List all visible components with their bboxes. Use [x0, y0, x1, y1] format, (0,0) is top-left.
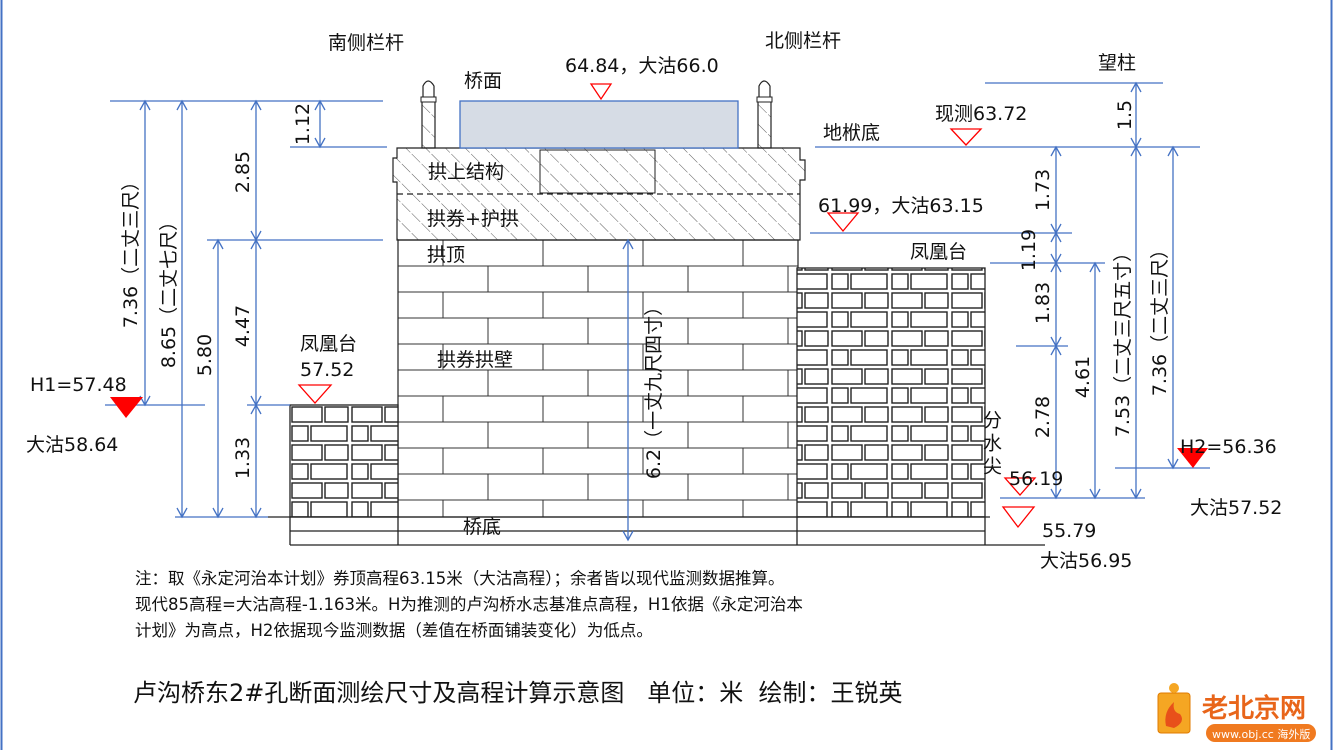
label-sill: 地栿底 [823, 122, 880, 144]
label-arch-wall: 拱券拱壁 [437, 349, 513, 371]
marker-h1 [110, 397, 143, 418]
dim-right-183: 1.83 [1032, 282, 1054, 324]
label-phoenix-right: 凤凰台 [910, 241, 967, 263]
foundation [268, 516, 1045, 546]
dimension-arrowhead [314, 99, 326, 111]
marker-5619 [1003, 477, 1037, 496]
dimension-arrowhead [1050, 488, 1062, 500]
dimension-arrowhead [212, 238, 224, 250]
label-north-railing: 北侧栏杆 [765, 30, 841, 52]
dimension-arrowhead [1050, 145, 1062, 157]
dimension-arrowhead [250, 99, 262, 111]
dimension-arrowhead [1167, 458, 1179, 470]
dimension-arrowhead [250, 238, 262, 250]
dim-left-736: 7.36（二丈三尺） [120, 172, 142, 328]
label-h1-dagu: 大沽58.64 [26, 434, 118, 456]
label-bottom: 桥底 [463, 516, 501, 538]
label-cutwater: 分水尖 [980, 410, 1002, 479]
dim-right-173: 1.73 [1032, 169, 1054, 211]
dimension-arrowhead [1130, 488, 1142, 500]
right-pier [796, 267, 986, 518]
label-post: 望柱 [1098, 52, 1136, 74]
dim-left-865: 8.65（二丈七尺） [158, 212, 180, 368]
bridge-deck [459, 100, 739, 149]
dim-left-447: 4.47 [232, 305, 254, 347]
dim-left-285: 2.85 [232, 151, 254, 193]
label-5579: 55.79 [1042, 520, 1096, 542]
dimension-arrowhead [1130, 81, 1142, 93]
dimension-arrowheads [139, 81, 1179, 542]
note-line-2: 现代85高程=大沽高程-1.163米。H为推测的卢沟桥水志基准点高程，H1依据《… [135, 595, 803, 614]
dimension-arrowhead [1050, 261, 1062, 273]
dimension-arrowhead [622, 530, 634, 542]
watermark-name: 老北京网 [1202, 693, 1306, 724]
note-line-1: 注：取《永定河治本计划》券顶高程63.15米（大沽高程）；余者皆以现代监测数据推… [135, 569, 785, 588]
dimension-arrowhead [176, 507, 188, 519]
label-h1: H1=57.48 [30, 374, 127, 396]
note-line-3: 计划》为高点，H2依据现今监测数据（差值在桥面铺装变化）为低点。 [135, 621, 653, 640]
dim-left-580: 5.80 [194, 334, 216, 376]
dimension-arrowhead [1050, 344, 1062, 356]
label-h2: H2=56.36 [1180, 436, 1277, 458]
dim-right-736: 7.36（二丈三尺） [1149, 240, 1171, 396]
dimension-arrowhead [212, 507, 224, 519]
dim-right-15: 1.5 [1114, 100, 1136, 130]
dim-left-112: 1.12 [292, 103, 314, 145]
label-deck: 桥面 [464, 70, 502, 92]
label-south-railing: 南侧栏杆 [328, 32, 404, 54]
diagram-title: 卢沟桥东2#孔断面测绘尺寸及高程计算示意图 单位：米 绘制：王锐英 [133, 679, 903, 707]
dimension-arrowhead [250, 507, 262, 519]
marker-h2 [1177, 448, 1208, 468]
bridge-structure [268, 80, 1045, 546]
dim-center-62: 6.2（一丈九尺四寸） [643, 297, 665, 479]
dim-right-278: 2.78 [1032, 396, 1054, 438]
dimension-arrowhead [1130, 145, 1142, 157]
arch-wall [397, 239, 799, 518]
label-h2-dagu: 大沽57.52 [1190, 497, 1282, 519]
label-crown: 拱顶 [427, 244, 465, 266]
dimension-arrowhead [250, 403, 262, 415]
railing-post-south [420, 80, 437, 149]
label-phoenix-left: 凤凰台 [300, 333, 357, 355]
label-phoenix-left-elev: 57.52 [300, 359, 354, 381]
railing-post-north [756, 80, 773, 149]
dimension-arrowhead [1089, 261, 1101, 273]
elevation-markers [110, 83, 1208, 529]
dim-right-119: 1.19 [1018, 229, 1040, 271]
label-5619: 56.19 [1009, 468, 1063, 490]
dimension-arrowhead [314, 137, 326, 149]
marker-measured [949, 128, 983, 146]
dimension-arrowhead [1167, 145, 1179, 157]
watermark-logo: 老北京网 www.obj.cc 海外版 [1157, 683, 1316, 742]
left-pier [289, 404, 399, 518]
dimension-arrowhead [622, 238, 634, 250]
dimension-arrowhead [1089, 488, 1101, 500]
label-5579-dagu: 大沽56.95 [1040, 550, 1132, 572]
dimension-arrowhead [1050, 231, 1062, 243]
marker-crown [826, 212, 860, 233]
label-spandrel-upper: 拱上结构 [428, 161, 504, 183]
dim-right-461: 4.61 [1072, 356, 1094, 398]
marker-5579 [1001, 506, 1036, 529]
label-crown-elev: 61.99，大沽63.15 [818, 195, 984, 217]
dimension-arrowhead [139, 99, 151, 111]
dim-right-753: 7.53（二丈三尺五寸） [1112, 243, 1134, 437]
dimension-arrowhead [176, 99, 188, 111]
marker-phoenix-left [297, 384, 333, 404]
label-measured: 现测63.72 [935, 103, 1027, 125]
marker-deck [589, 83, 613, 101]
dimension-arrowhead [139, 395, 151, 407]
dim-left-133: 1.33 [232, 437, 254, 479]
label-arch-ring: 拱券+护拱 [427, 208, 519, 230]
watermark-url: www.obj.cc 海外版 [1212, 727, 1310, 741]
inner-block [539, 149, 656, 194]
label-deck-elev: 64.84，大沽66.0 [565, 55, 719, 77]
